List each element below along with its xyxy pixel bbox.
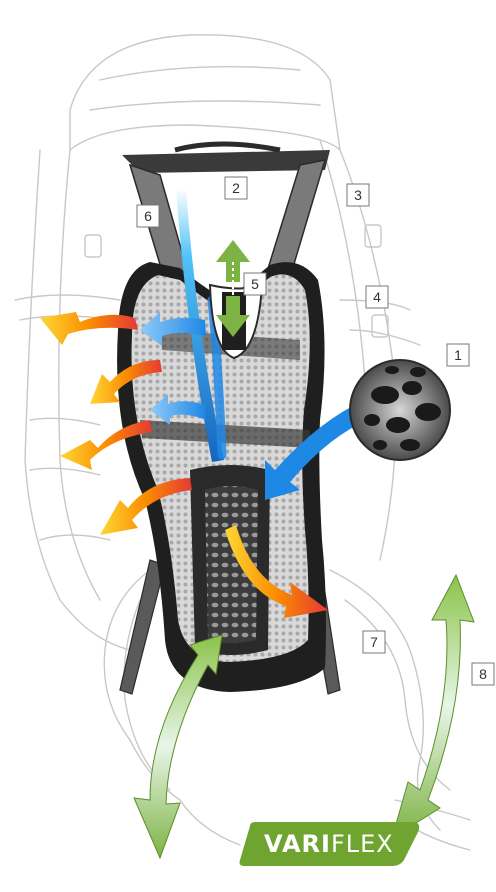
- svg-text:8: 8: [479, 666, 487, 682]
- callout-1: 1: [446, 343, 470, 367]
- logo-bold: VARI: [264, 830, 331, 858]
- callout-3: 3: [346, 183, 370, 207]
- callout-2: 2: [224, 176, 248, 200]
- callout-4: 4: [365, 285, 389, 309]
- warm-air-arrows: [40, 312, 328, 618]
- callout-6: 6: [136, 204, 160, 228]
- back-panel: [117, 262, 326, 692]
- svg-text:VARIFLEX: VARIFLEX: [264, 830, 394, 858]
- foam-detail-sphere: [349, 359, 451, 461]
- svg-text:1: 1: [454, 347, 462, 363]
- svg-text:2: 2: [232, 180, 240, 196]
- callout-7: 7: [362, 630, 386, 654]
- svg-text:3: 3: [354, 187, 362, 203]
- variflex-logo: VARIFLEX: [239, 822, 420, 866]
- svg-text:5: 5: [251, 276, 259, 292]
- logo-light: FLEX: [331, 830, 394, 858]
- ventilation-adjuster: [208, 240, 264, 360]
- cool-air-arrows: [140, 312, 372, 500]
- callout-8: 8: [471, 662, 495, 686]
- svg-text:4: 4: [373, 289, 381, 305]
- svg-text:7: 7: [370, 634, 378, 650]
- callout-5: 5: [243, 272, 267, 296]
- svg-text:6: 6: [144, 208, 152, 224]
